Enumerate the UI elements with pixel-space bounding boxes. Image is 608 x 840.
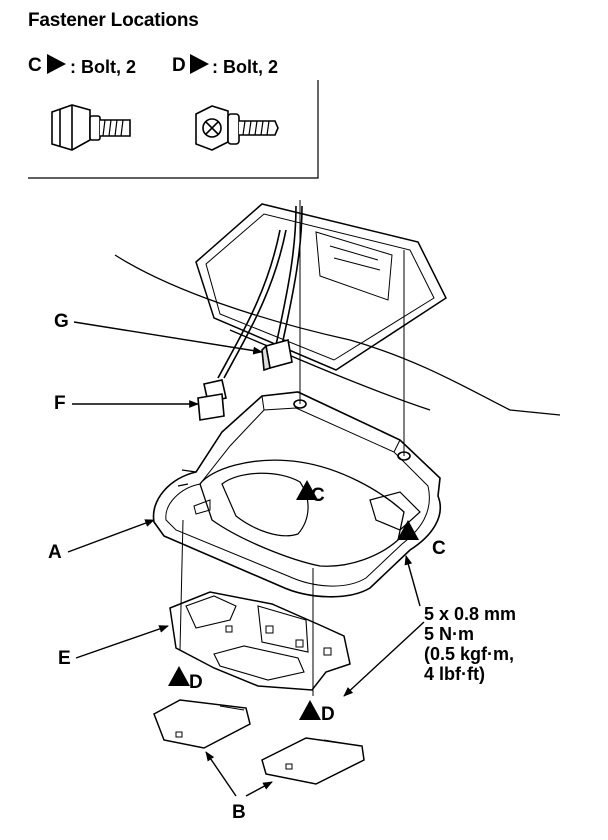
roof-opening — [195, 203, 447, 371]
arrow-e — [75, 625, 169, 659]
legend-c-triangle — [47, 54, 66, 74]
alignment-lines — [179, 200, 405, 696]
arrow-b-right — [245, 781, 273, 797]
legend-d-triangle — [190, 54, 209, 74]
spec-line-1: 5 x 0.8 mm — [424, 604, 517, 624]
bolt-c-icon — [51, 104, 131, 151]
spec-line-3: (0.5 kgf·m, — [424, 644, 515, 664]
legend-c-letter: C — [28, 55, 42, 76]
leader-arrows — [67, 321, 425, 797]
wire-harness — [217, 205, 303, 379]
connector-f — [197, 379, 227, 421]
callout-g: G — [54, 311, 69, 332]
callout-b: B — [232, 802, 246, 823]
legend-d-letter: D — [172, 55, 186, 76]
housing-a — [152, 391, 442, 598]
legend-d-text: : Bolt, 2 — [212, 57, 278, 77]
arrow-b-left — [205, 751, 237, 797]
callout-c-2: C — [432, 538, 446, 559]
arrow-spec-d — [343, 621, 425, 697]
callout-d-1: D — [189, 672, 203, 693]
bracket-e — [169, 591, 351, 691]
arrow-g — [73, 321, 263, 355]
callout-f: F — [54, 393, 66, 414]
callout-e: E — [58, 648, 71, 669]
lens-cover-b-right — [261, 737, 365, 785]
legend-box — [28, 80, 319, 179]
callout-c-1: C — [311, 485, 325, 506]
connector-g — [261, 338, 293, 372]
spec-line-4: 4 lbf·ft) — [424, 664, 485, 684]
arrow-a — [67, 519, 155, 553]
marker-c-1 — [296, 480, 318, 500]
callout-a: A — [48, 542, 62, 563]
legend-c-text: : Bolt, 2 — [70, 57, 136, 77]
headliner-outline — [114, 254, 561, 416]
lens-cover-b-left — [153, 699, 251, 749]
callout-d-2: D — [321, 704, 335, 725]
arrow-spec-c — [404, 555, 421, 607]
bolt-d-icon — [195, 105, 279, 151]
marker-d-1 — [168, 666, 190, 686]
legend-title: Fastener Locations — [28, 10, 199, 31]
marker-c-2 — [397, 520, 419, 540]
marker-d-2 — [299, 700, 321, 720]
spec-line-2: 5 N·m — [424, 624, 475, 644]
